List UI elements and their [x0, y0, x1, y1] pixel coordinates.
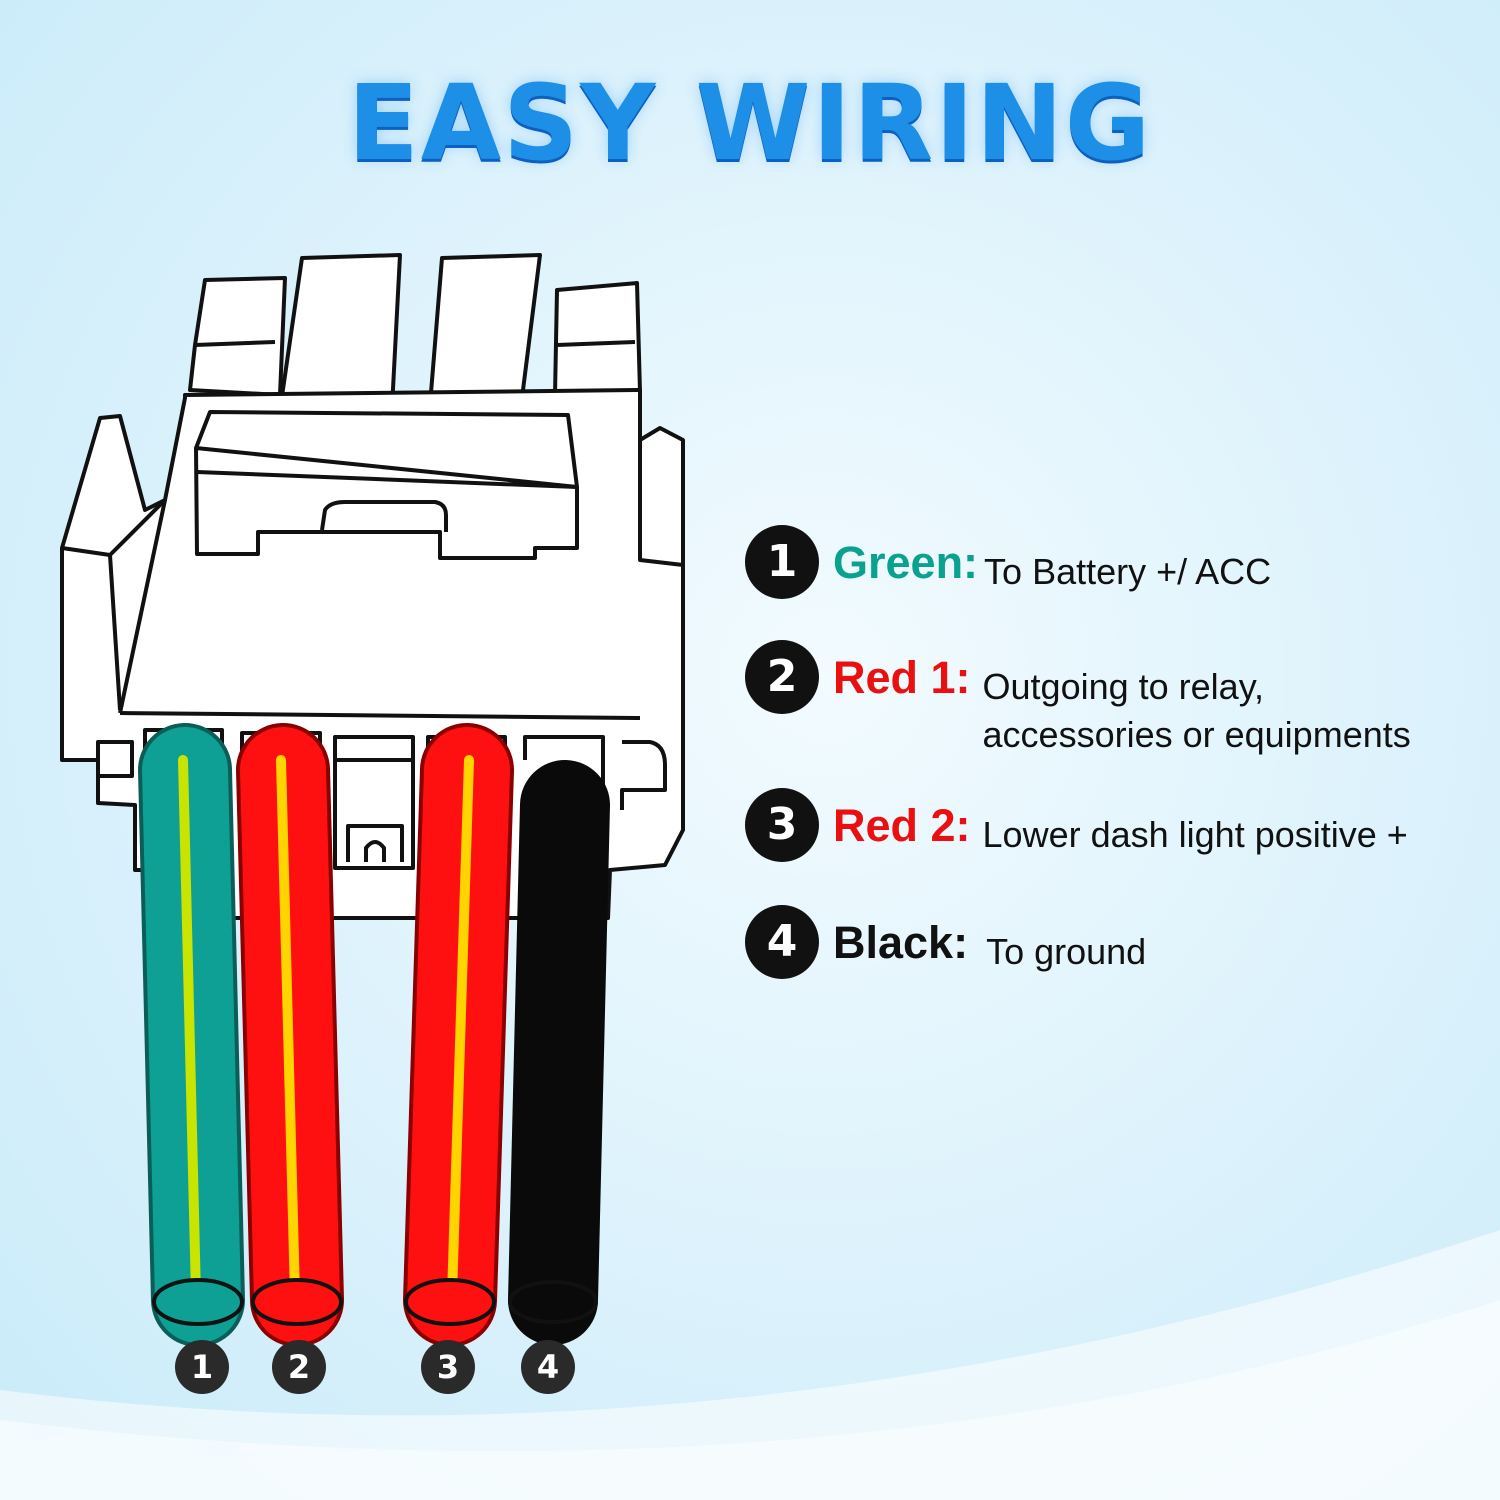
- legend-description: To ground: [986, 931, 1147, 972]
- wire-number-badge: 1: [175, 1340, 229, 1394]
- wire-3-red: [403, 723, 514, 1347]
- legend-number-badge: 2: [745, 640, 819, 714]
- legend-wire-name: Green:: [833, 537, 979, 588]
- wire-number-badge: 2: [272, 1340, 326, 1394]
- legend-description: To Battery +/ ACC: [984, 551, 1272, 592]
- legend-item-red-2: 3 Red 2: Lower dash light positive +: [745, 788, 1453, 862]
- wire-4-black: [508, 760, 610, 1345]
- wire-1-green: [138, 723, 245, 1347]
- wire-2-red: [236, 723, 344, 1347]
- legend-number-badge: 4: [745, 905, 819, 979]
- legend-description: Outgoing to relay, accessories or equipm…: [982, 666, 1411, 755]
- legend-number-badge: 1: [745, 525, 819, 599]
- legend-item-red-1: 2 Red 1: Outgoing to relay, accessories …: [745, 640, 1453, 759]
- legend-wire-name: Black:: [833, 917, 969, 968]
- legend-wire-name: Red 2:: [833, 800, 971, 851]
- legend-wire-name: Red 1:: [833, 652, 971, 703]
- wire-number-badge: 4: [521, 1340, 575, 1394]
- wire-number-badge: 3: [421, 1340, 475, 1394]
- legend-item-green: 1 Green: To Battery +/ ACC: [745, 525, 1454, 599]
- legend-item-black: 4 Black: To ground: [745, 905, 1456, 979]
- page-title: EASY WIRING: [347, 62, 1153, 184]
- legend-description: Lower dash light positive +: [982, 814, 1408, 855]
- legend-number-badge: 3: [745, 788, 819, 862]
